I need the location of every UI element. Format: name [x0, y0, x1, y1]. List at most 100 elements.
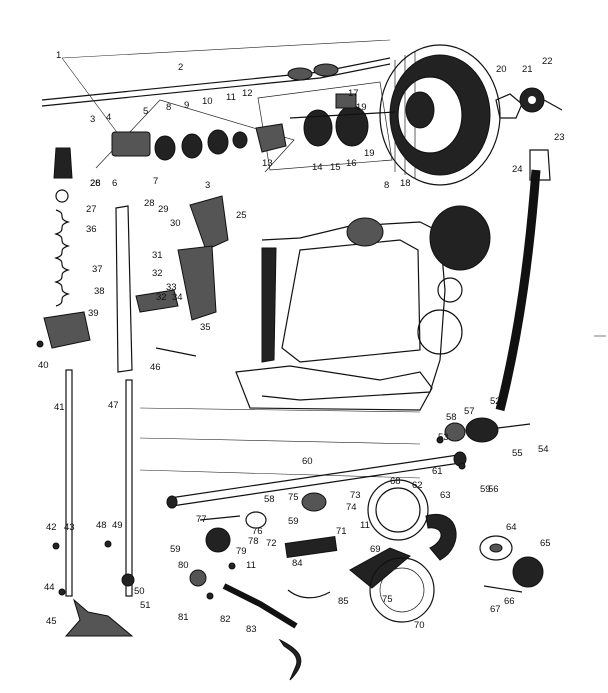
callout-33: 33: [166, 282, 177, 293]
callout-70: 70: [414, 620, 425, 631]
callout-37: 37: [92, 264, 103, 275]
callout-7: 7: [153, 176, 158, 187]
callout-64: 64: [506, 522, 517, 533]
callout-19: 19: [356, 102, 367, 113]
callout-77: 77: [196, 514, 207, 525]
callout-49: 49: [112, 520, 123, 531]
callout-19: 19: [364, 148, 375, 159]
presser-bar-spring: [43, 147, 91, 349]
callout-84: 84: [292, 558, 303, 569]
feed-regulator-group: [95, 99, 295, 173]
callout-82: 82: [220, 614, 231, 625]
callout-50: 50: [134, 586, 145, 597]
callout-56: 56: [488, 484, 499, 495]
callout-30: 30: [170, 218, 181, 229]
shuttle-race: [367, 479, 457, 561]
hand-wheel: [379, 44, 501, 186]
mid-leader-lines: [139, 407, 421, 479]
callout-25: 25: [236, 210, 247, 221]
callout-5: 5: [143, 106, 148, 117]
callout-28: 28: [144, 198, 155, 209]
callout-71: 71: [336, 526, 347, 537]
callout-44: 44: [44, 582, 55, 593]
callout-29: 29: [158, 204, 169, 215]
callout-32: 32: [152, 268, 163, 279]
small-screws: [36, 340, 466, 600]
callout-4: 4: [106, 112, 111, 123]
bobbin-and-case: [479, 535, 544, 593]
callout-60: 60: [302, 456, 313, 467]
callout-28: 28: [90, 178, 101, 189]
callout-66: 66: [504, 596, 515, 607]
callout-67: 67: [490, 604, 501, 615]
callout-20: 20: [496, 64, 507, 75]
callout-46: 46: [150, 362, 161, 373]
callout-8: 8: [166, 102, 171, 113]
callout-16: 16: [346, 158, 357, 169]
callout-78: 78: [248, 536, 259, 547]
callout-9: 9: [184, 100, 189, 111]
callout-40: 40: [38, 360, 49, 371]
callout-54: 54: [538, 444, 549, 455]
callout-68: 68: [390, 476, 401, 487]
callout-36: 36: [86, 224, 97, 235]
callout-76: 76: [252, 526, 263, 537]
callout-11: 11: [226, 92, 236, 103]
callout-72: 72: [266, 538, 277, 549]
callout-57: 57: [464, 406, 475, 417]
callout-39: 39: [88, 308, 99, 319]
callout-35: 35: [200, 322, 211, 333]
callout-10: 10: [202, 96, 213, 107]
callout-41: 41: [54, 402, 65, 413]
callout-59: 59: [170, 544, 181, 555]
callout-43: 43: [64, 522, 75, 533]
callout-12: 12: [242, 88, 253, 99]
callout-53: 53: [438, 432, 449, 443]
bevel-gears: [444, 417, 531, 443]
callout-labels: 1 2 3 3 4 5 6 7 8 8 9 10 11 11 11 12 13 …: [38, 50, 565, 635]
callout-42: 42: [46, 522, 57, 533]
callout-2: 2: [178, 62, 183, 73]
top-right-gears: [495, 87, 563, 119]
callout-14: 14: [312, 162, 323, 173]
callout-24: 24: [512, 164, 523, 175]
shuttle-carrier: [349, 547, 435, 623]
callout-74: 74: [346, 502, 357, 513]
callout-59: 59: [480, 484, 491, 495]
callout-58: 58: [446, 412, 457, 423]
callout-59: 59: [288, 516, 299, 527]
callout-79: 79: [236, 546, 247, 557]
callout-48: 48: [96, 520, 107, 531]
callout-3: 3: [90, 114, 95, 125]
callout-11: 11: [360, 520, 370, 531]
callout-34: 34: [172, 292, 183, 303]
callout-11: 11: [246, 560, 256, 571]
callout-27: 27: [86, 204, 97, 215]
callout-75: 75: [288, 492, 299, 503]
callout-83: 83: [246, 624, 257, 635]
needle-bar-lever: [115, 195, 229, 373]
callout-65: 65: [540, 538, 551, 549]
arm-shaft: [41, 39, 391, 151]
callout-62: 62: [412, 480, 423, 491]
callout-45: 45: [46, 616, 57, 627]
callout-15: 15: [330, 162, 341, 173]
vertical-rods: [64, 369, 134, 637]
hook-shaft: [166, 451, 467, 509]
callout-52: 52: [490, 396, 501, 407]
callout-75: 75: [382, 594, 393, 605]
callout-26: 26: [90, 178, 101, 189]
callout-18: 18: [400, 178, 411, 189]
rock-shaft: [222, 583, 331, 681]
callout-38: 38: [94, 286, 105, 297]
callout-58: 58: [264, 494, 275, 505]
callout-31: 31: [152, 250, 163, 261]
callout-13: 13: [262, 158, 273, 169]
feed-cam-group: [189, 492, 338, 587]
callout-85: 85: [338, 596, 349, 607]
callout-47: 47: [108, 400, 119, 411]
callout-6: 6: [112, 178, 117, 189]
callout-1: 1: [56, 50, 61, 61]
callout-80: 80: [178, 560, 189, 571]
